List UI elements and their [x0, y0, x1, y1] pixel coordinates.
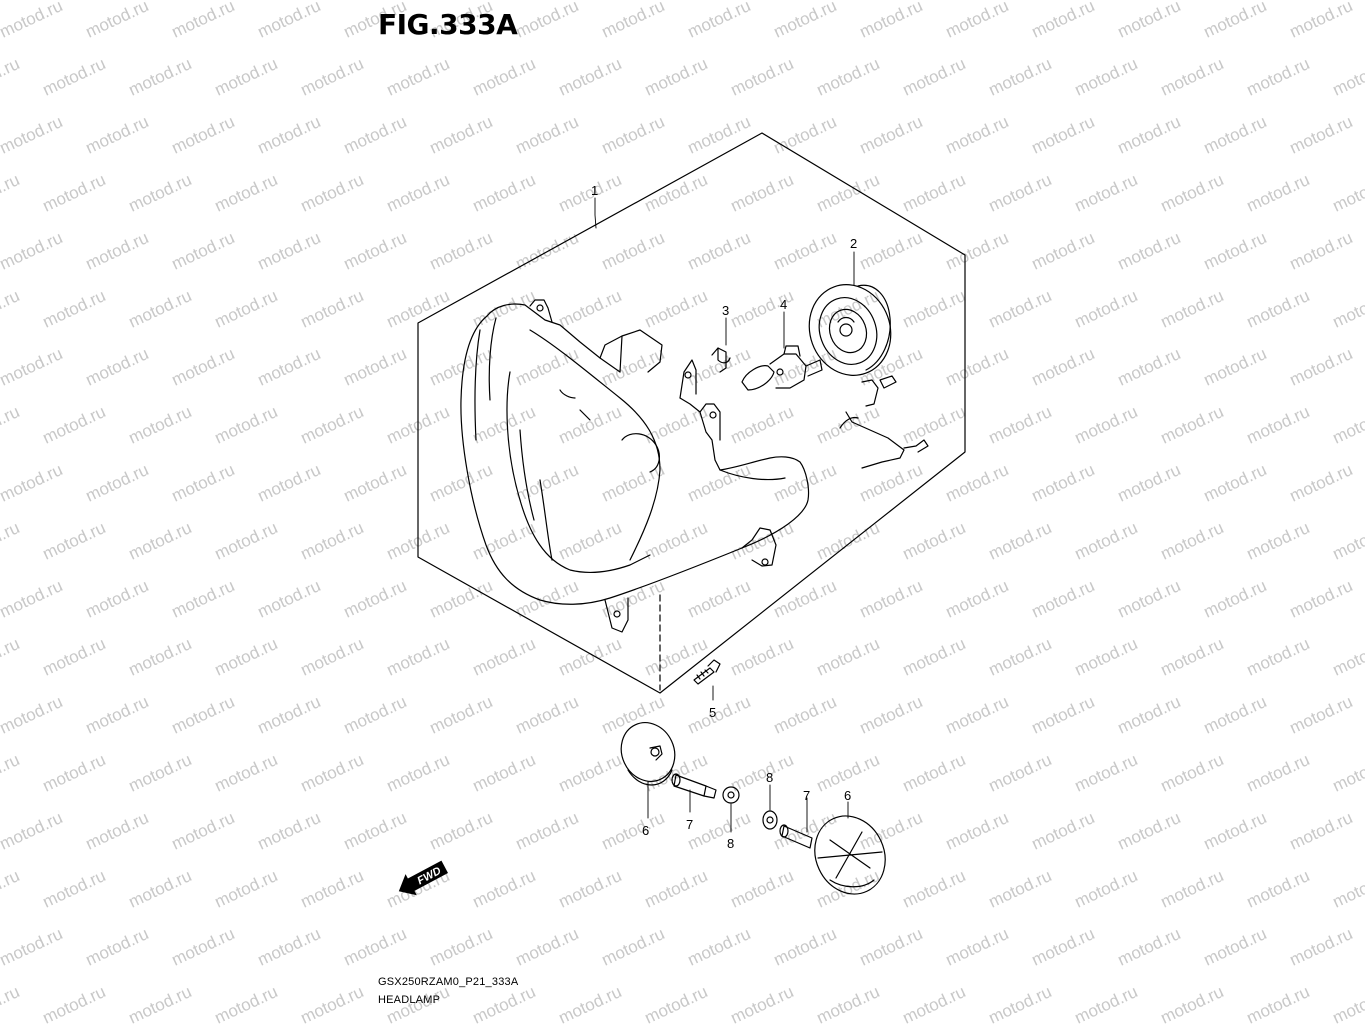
callout-1: 1: [591, 183, 598, 198]
callout-6-left: 6: [642, 823, 649, 838]
fwd-label: FWD: [415, 865, 443, 887]
callout-8-right: 8: [766, 770, 773, 785]
callout-5: 5: [709, 705, 716, 720]
section-name: HEADLAMP: [378, 994, 441, 1006]
spring-wire: [839, 411, 929, 469]
socket-cover: [808, 284, 892, 376]
washer-right: [762, 810, 778, 830]
callout-4: 4: [780, 297, 787, 312]
bulb: [741, 345, 823, 391]
collar-right: [779, 824, 813, 849]
assembly-boundary: [417, 132, 966, 694]
fwd-direction-arrow: FWD: [398, 860, 449, 896]
model-code: GSX250RZAM0_P21_333A: [378, 976, 519, 988]
rubber-grommet-right: [814, 815, 886, 895]
rubber-grommet-left: [620, 722, 676, 786]
callout-3: 3: [722, 303, 729, 318]
callout-7-left: 7: [686, 817, 693, 832]
callout-2: 2: [850, 236, 857, 251]
washer-left: [722, 786, 740, 804]
figure-title: FIG.333A: [378, 8, 518, 41]
screw: [693, 659, 721, 685]
bulb-clip: [711, 347, 731, 373]
headlamp-housing: [460, 299, 810, 633]
callout-7-right: 7: [803, 788, 810, 803]
callout-6-right: 6: [844, 788, 851, 803]
leader-lines: [594, 197, 855, 833]
socket-bracket: [861, 375, 897, 407]
collar-left: [671, 773, 717, 799]
callout-8-left: 8: [727, 836, 734, 851]
